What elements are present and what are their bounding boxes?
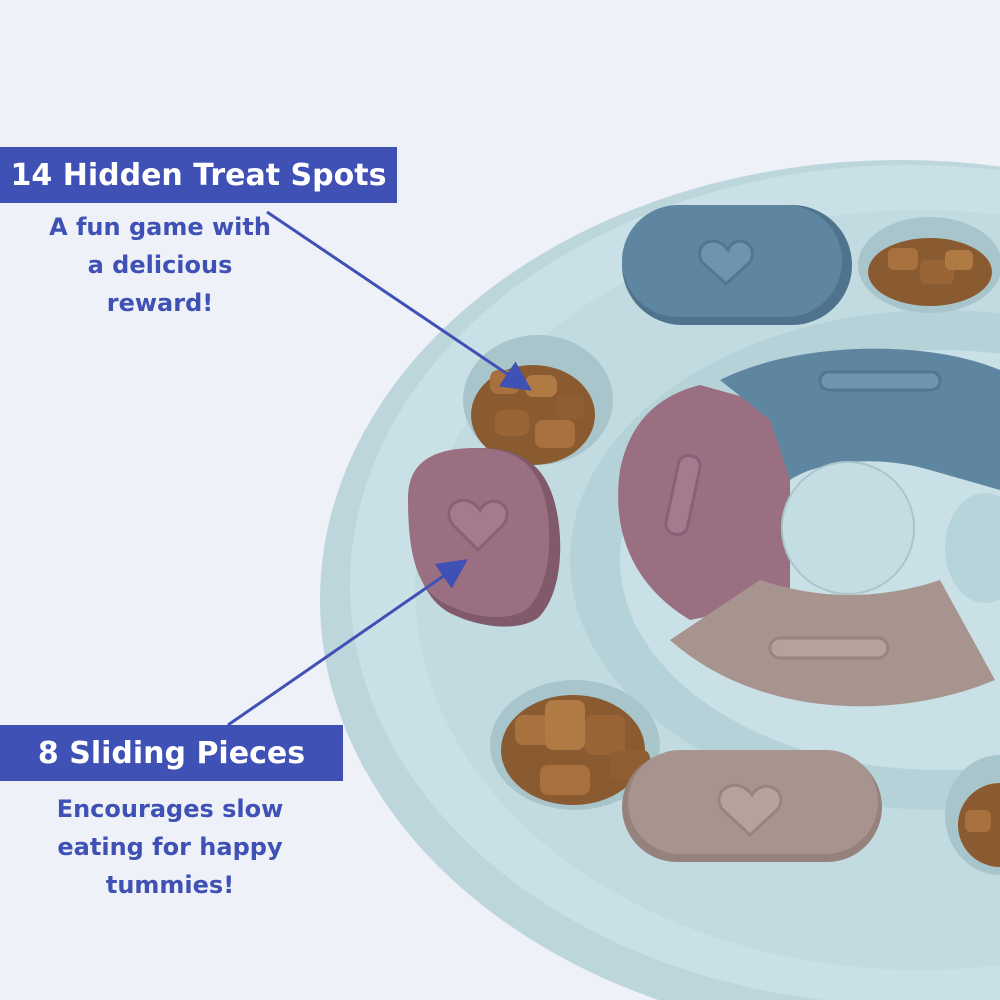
callout-title-text: 14 Hidden Treat Spots — [10, 157, 387, 193]
arrow-sliding-pieces — [227, 559, 468, 727]
callout-description-sliding-pieces: Encourages slow eating for happy tummies… — [20, 790, 320, 904]
sliding-piece-bottom-taupe — [622, 750, 882, 862]
treat-spot-bottom-left — [490, 680, 660, 810]
treat-spot-top-right — [858, 217, 1000, 313]
description-line: tummies! — [105, 871, 235, 899]
description-line: eating for happy — [57, 833, 283, 861]
arrow-treat-spots — [266, 210, 532, 391]
center-knob — [781, 461, 915, 595]
description-line: a delicious — [87, 251, 233, 279]
treat-spot-left — [463, 335, 613, 465]
callout-title-sliding-pieces: 8 Sliding Pieces — [0, 725, 343, 781]
callout-title-treat-spots: 14 Hidden Treat Spots — [0, 147, 397, 203]
sliding-piece-center-mauve — [618, 385, 790, 620]
sliding-piece-center-taupe — [670, 580, 995, 707]
treat-spot-bottom-right — [945, 755, 1000, 875]
description-line: A fun game with — [49, 213, 271, 241]
description-line: Encourages slow — [56, 795, 284, 823]
description-line: reward! — [106, 289, 214, 317]
callout-title-text: 8 Sliding Pieces — [37, 735, 306, 771]
callout-description-treat-spots: A fun game with a delicious reward! — [30, 208, 290, 322]
sliding-piece-top-blue — [622, 205, 852, 325]
sliding-piece-center-blue — [720, 348, 1000, 490]
